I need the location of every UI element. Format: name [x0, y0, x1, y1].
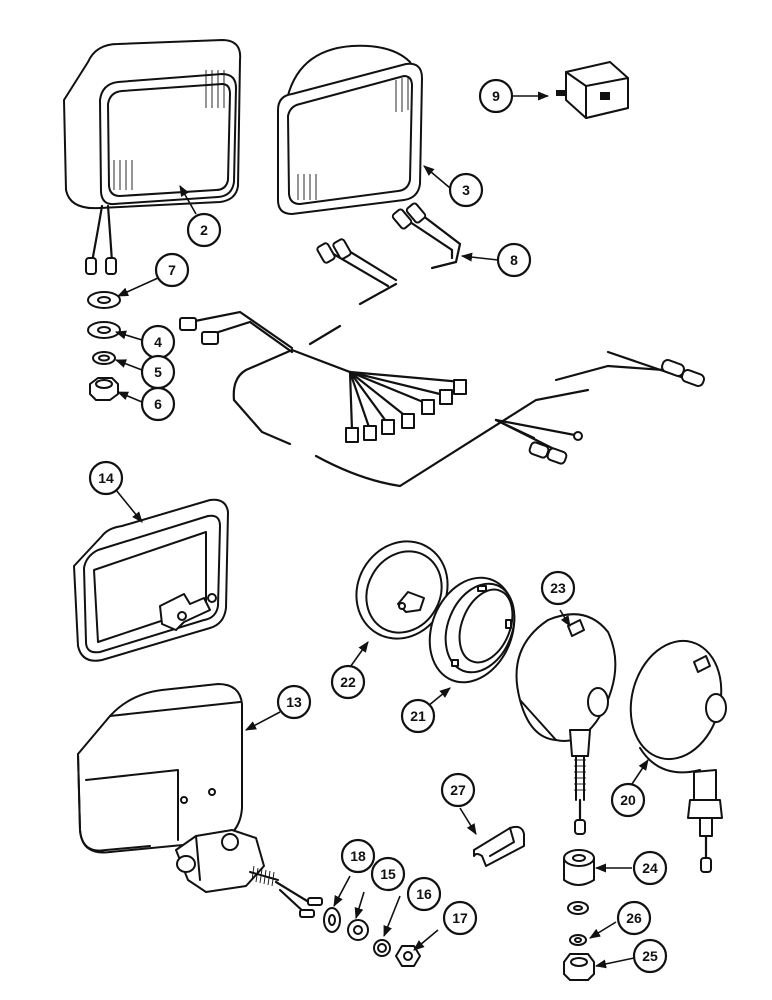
callout-4: 4: [140, 324, 176, 360]
callout-26: 26: [616, 900, 652, 936]
part-23-round-lamp: [515, 613, 617, 835]
callout-17: 17: [442, 900, 478, 936]
callout-6: 6: [140, 386, 176, 422]
part-13-spot-lamp: [77, 683, 323, 918]
svg-text:3: 3: [462, 182, 470, 198]
svg-text:18: 18: [350, 848, 366, 864]
svg-text:27: 27: [450, 782, 466, 798]
callout-14: 14: [88, 460, 124, 496]
svg-text:26: 26: [626, 910, 642, 926]
callout-15: 15: [370, 856, 406, 892]
svg-text:23: 23: [550, 580, 566, 596]
callout-2: 2: [186, 212, 222, 248]
svg-text:14: 14: [98, 470, 114, 486]
callout-9: 9: [478, 78, 514, 114]
part-24-spacer: [563, 849, 595, 915]
callout-27: 27: [440, 772, 476, 808]
part-20-round-lamp: [629, 639, 727, 873]
svg-text:4: 4: [154, 334, 162, 350]
svg-text:9: 9: [492, 88, 500, 104]
washer-set-bottom: [323, 907, 421, 967]
svg-text:21: 21: [410, 708, 426, 724]
washer-set-top: [87, 291, 121, 401]
part-27-clip: [473, 825, 525, 867]
part-14-lamp-lens: [73, 498, 229, 662]
part-2-work-lamp: [63, 39, 242, 275]
callout-5: 5: [140, 354, 176, 390]
svg-text:15: 15: [380, 866, 396, 882]
part-26-washer: [569, 934, 587, 946]
callout-8: 8: [496, 242, 532, 278]
part-25-nut: [563, 953, 595, 981]
svg-text:25: 25: [642, 948, 658, 964]
svg-text:24: 24: [642, 860, 658, 876]
callout-22: 22: [330, 664, 366, 700]
callout-21: 21: [400, 698, 436, 734]
svg-text:7: 7: [168, 262, 176, 278]
svg-text:6: 6: [154, 396, 162, 412]
callout-25: 25: [632, 938, 668, 974]
callout-18: 18: [340, 838, 376, 874]
part-3-work-lamp: [277, 44, 423, 215]
callouts: 2 3 4 5 6 7 8 9 13 14 15 16 17 18 20 21 …: [88, 78, 668, 974]
callout-24: 24: [632, 850, 668, 886]
part-8-wire-leads: [316, 202, 462, 306]
svg-text:20: 20: [620, 792, 636, 808]
leader-lines: [114, 91, 649, 969]
svg-text:5: 5: [154, 364, 162, 380]
svg-text:16: 16: [416, 886, 432, 902]
callout-23: 23: [540, 570, 576, 606]
svg-text:17: 17: [452, 910, 468, 926]
svg-text:2: 2: [200, 222, 208, 238]
callout-13: 13: [276, 684, 312, 720]
svg-text:13: 13: [286, 694, 302, 710]
part-21-bezel-ring: [428, 576, 516, 684]
callout-3: 3: [448, 172, 484, 208]
wiring-harness: [178, 310, 705, 488]
svg-text:8: 8: [510, 252, 518, 268]
callout-20: 20: [610, 782, 646, 818]
svg-text:22: 22: [340, 674, 356, 690]
callout-7: 7: [154, 252, 190, 288]
part-9-rocker-switch: [556, 61, 629, 119]
callout-16: 16: [406, 876, 442, 912]
